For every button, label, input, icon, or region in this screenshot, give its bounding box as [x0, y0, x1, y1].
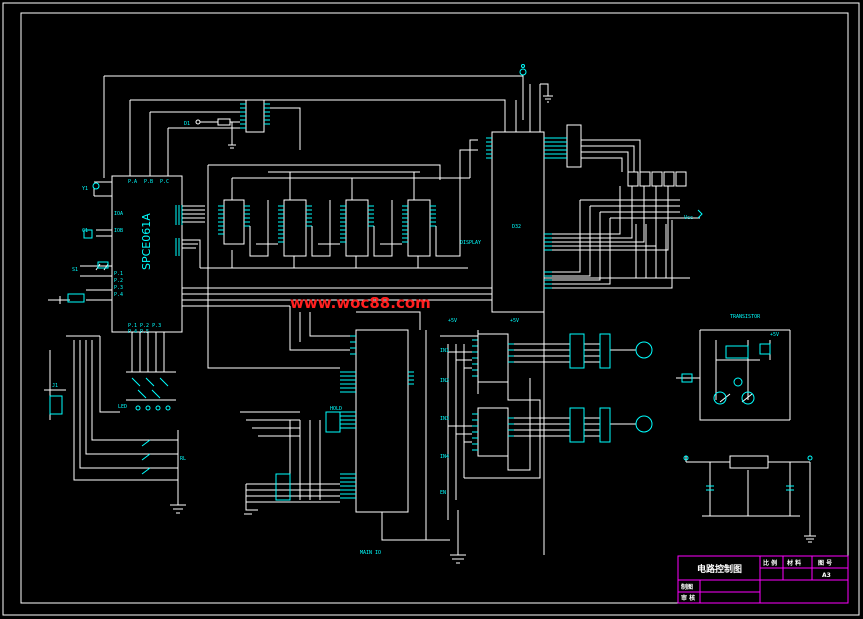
latch-ic-3 — [340, 199, 374, 257]
title-block-checked: 审 核 — [681, 594, 695, 602]
motor-driver-ic-2 — [472, 407, 514, 457]
svg-text:Y1: Y1 — [82, 186, 88, 192]
svg-text:IN3: IN3 — [440, 416, 449, 422]
svg-text:P.3: P.3 — [114, 285, 123, 291]
left-input-wiring — [48, 181, 112, 337]
svg-text:P.4 P.5: P.4 P.5 — [128, 329, 149, 335]
inner-frame — [20, 12, 849, 604]
motor-buffer-1a — [569, 333, 585, 369]
svg-text:Vcc: Vcc — [684, 215, 693, 221]
svg-text:P.2: P.2 — [114, 278, 123, 284]
resistor-top — [217, 118, 231, 126]
svg-text:P.1: P.1 — [114, 271, 123, 277]
svg-text:IOB: IOB — [114, 228, 123, 234]
svg-text:IN2: IN2 — [440, 378, 449, 384]
switch-contacts — [49, 377, 171, 475]
title-block — [677, 555, 849, 604]
power-regulator — [685, 456, 816, 543]
resistor-pack — [566, 124, 582, 168]
svg-text:P.1 P.2 P.3: P.1 P.2 P.3 — [128, 323, 161, 329]
svg-text:P.A: P.A — [128, 179, 137, 185]
top-small-ic-pins — [240, 103, 270, 129]
svg-text:LED: LED — [118, 404, 127, 410]
latch-ic-1 — [218, 199, 250, 245]
svg-text:MAIN IO: MAIN IO — [360, 550, 381, 556]
seven-seg-display — [627, 171, 687, 187]
svg-text:HOLD: HOLD — [330, 406, 342, 412]
svg-text:EN: EN — [440, 490, 446, 496]
svg-text:DISPLAY: DISPLAY — [460, 240, 481, 246]
svg-text:C1: C1 — [82, 228, 88, 234]
svg-text:P.C: P.C — [160, 179, 169, 185]
svg-text:IN1: IN1 — [440, 348, 449, 354]
motor-buffer-2b — [599, 407, 611, 443]
center-mcu-ic — [355, 329, 409, 513]
center-ic-pins — [340, 335, 414, 499]
top-connector-terminal-2 — [521, 64, 525, 68]
title-block-title: 电路控制图 — [697, 563, 742, 575]
top-small-ic — [245, 99, 265, 133]
svg-text:P.4: P.4 — [114, 292, 123, 298]
motor-2-symbol — [635, 415, 653, 433]
svg-text:J1: J1 — [52, 383, 58, 389]
transistor-circuit — [676, 329, 791, 421]
svg-text:+5V: +5V — [770, 332, 779, 338]
mcu-right-pins — [175, 205, 183, 256]
mcu-chip — [111, 175, 183, 333]
svg-text:RL: RL — [180, 456, 186, 462]
title-block-drawing-no: 图 号 — [818, 559, 832, 567]
svg-text:D32: D32 — [512, 224, 521, 230]
motor-buffer-2a — [569, 407, 585, 443]
display-driver-ic — [491, 131, 545, 313]
motor-1-symbol — [635, 341, 653, 359]
svg-text:P.B: P.B — [144, 179, 153, 185]
mcu-label: SPCE061A — [140, 213, 153, 270]
latch-ic-4 — [402, 199, 436, 257]
motor-driver-ic-1 — [472, 333, 514, 383]
top-bus-wires — [103, 75, 553, 178]
display-bus — [544, 139, 700, 289]
top-connector-terminal — [519, 68, 527, 76]
title-block-drawn: 制图 — [681, 583, 693, 591]
motor-buffer-1b — [599, 333, 611, 369]
motor-wiring — [440, 312, 636, 555]
center-ic-wiring — [207, 268, 466, 564]
title-block-scale: 比 例 — [763, 559, 777, 567]
svg-text:S1: S1 — [72, 267, 78, 273]
svg-text:IN4: IN4 — [440, 454, 449, 460]
display-driver-pins — [486, 137, 552, 289]
svg-text:TRANSISTOR: TRANSISTOR — [730, 314, 761, 320]
latch-wiring — [207, 139, 478, 268]
voltage-regulator — [729, 455, 769, 469]
svg-text:+5V: +5V — [510, 318, 519, 324]
svg-text:IOA: IOA — [114, 211, 123, 217]
title-block-material: 材 料 — [786, 559, 801, 567]
watermark-text: www.woc88.com — [290, 294, 431, 312]
svg-text:D1: D1 — [184, 121, 190, 127]
svg-text:+5V: +5V — [448, 318, 457, 324]
title-block-sheet: A3 — [822, 572, 831, 579]
left-switch-bus — [44, 332, 186, 514]
latch-ic-2 — [278, 199, 312, 257]
mcu-data-bus — [182, 205, 495, 307]
